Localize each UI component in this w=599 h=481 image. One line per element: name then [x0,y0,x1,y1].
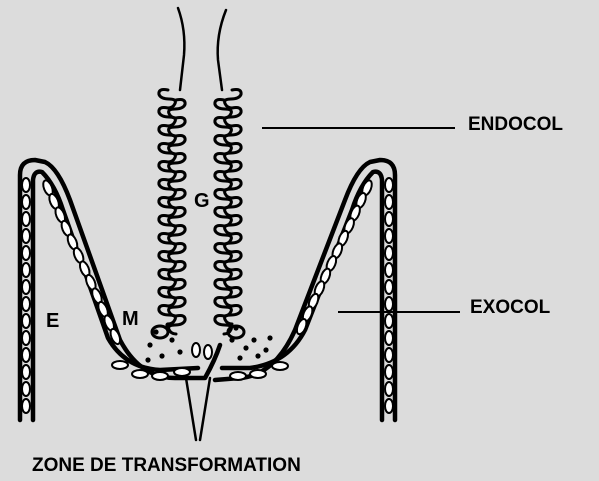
epithelial-cell [385,382,393,396]
mucosa-label: M [122,308,139,331]
stroma-dot [229,337,234,342]
exocol-label: EXOCOL [470,297,550,319]
crypt-fold [215,100,231,334]
epithelial-cell [22,399,30,413]
epithelial-cell [22,195,30,209]
epithelial-cell [22,229,30,243]
epithelial-cell [385,365,393,379]
transformation-zone-label: ZONE DE TRANSFORMATION [32,455,301,477]
stroma-dot [255,353,260,358]
epithelial-cell [22,348,30,362]
endocol-label: ENDOCOL [468,114,563,136]
epithelial-cell [22,297,30,311]
epithelial-cell [385,280,393,294]
epithelial-cell [385,314,393,328]
leader-lines [262,128,460,312]
epithelial-cell [22,263,30,277]
gland-label: G [194,190,210,213]
stroma-dot [153,329,158,334]
stroma-dot [147,342,152,347]
stroma-dot [233,325,238,330]
stroma-dot [263,347,268,352]
glandular-crypts [152,90,244,338]
epithelial-cell [385,399,393,413]
epithelial-cell [230,372,246,380]
epithelial-cell [112,361,128,369]
epithelial-cell [22,178,30,192]
stroma-dot [267,335,272,340]
epithelial-cell [385,229,393,243]
epithelium-label: E [46,310,59,333]
stroma-dot [177,349,182,354]
epithelial-cell [132,370,148,378]
epithelial-cell [272,362,288,370]
crypt-fold [169,100,185,334]
stroma-dot [145,357,150,362]
epithelial-cell [192,343,200,357]
epithelial-cell [22,246,30,260]
stroma-dot [251,337,256,342]
stroma-dot [165,322,170,327]
epithelial-cell [152,372,168,380]
epithelial-cell [22,331,30,345]
epithelial-cell [385,331,393,345]
epithelial-cell [22,212,30,226]
epithelial-cell [385,348,393,362]
epithelial-cell [385,297,393,311]
epithelial-cell [385,263,393,277]
epithelial-cell [204,345,212,359]
epithelial-cell [385,195,393,209]
epithelial-cell [22,382,30,396]
stroma-dot [243,345,248,350]
epithelial-cell [22,314,30,328]
epithelial-cell [22,365,30,379]
epithelial-cell [250,370,266,378]
stroma-dot [169,337,174,342]
epithelial-cell [22,280,30,294]
epithelial-cell [385,212,393,226]
epithelial-cell [385,178,393,192]
epithelial-cell [174,368,190,376]
epithelial-cell [385,246,393,260]
stroma-dot [237,355,242,360]
stroma-dot [159,353,164,358]
